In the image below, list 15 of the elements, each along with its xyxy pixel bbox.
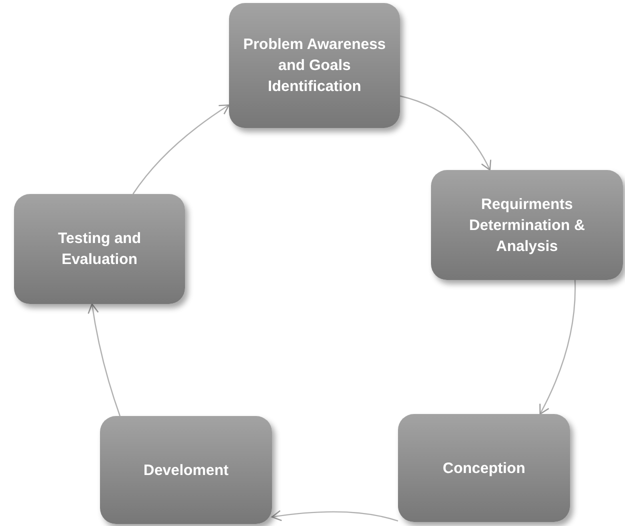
curved-arrow: [132, 104, 230, 194]
curved-arrow: [539, 280, 576, 415]
process-box: [431, 170, 623, 280]
curved-arrow: [271, 510, 398, 522]
box-label: Conception: [442, 458, 526, 478]
curved-arrow: [400, 95, 491, 171]
curved-arrow: [88, 303, 121, 416]
box-label: Testing and Evaluation: [56, 229, 142, 270]
box-label: Problem Awareness and Goals Identification: [242, 35, 387, 97]
box-label: Requirments Determination & Analysis: [468, 194, 586, 256]
process-box: [14, 194, 185, 304]
process-box: [229, 3, 400, 128]
box-label: Develoment: [143, 460, 229, 480]
process-box: [398, 414, 570, 522]
process-box: [100, 416, 272, 524]
